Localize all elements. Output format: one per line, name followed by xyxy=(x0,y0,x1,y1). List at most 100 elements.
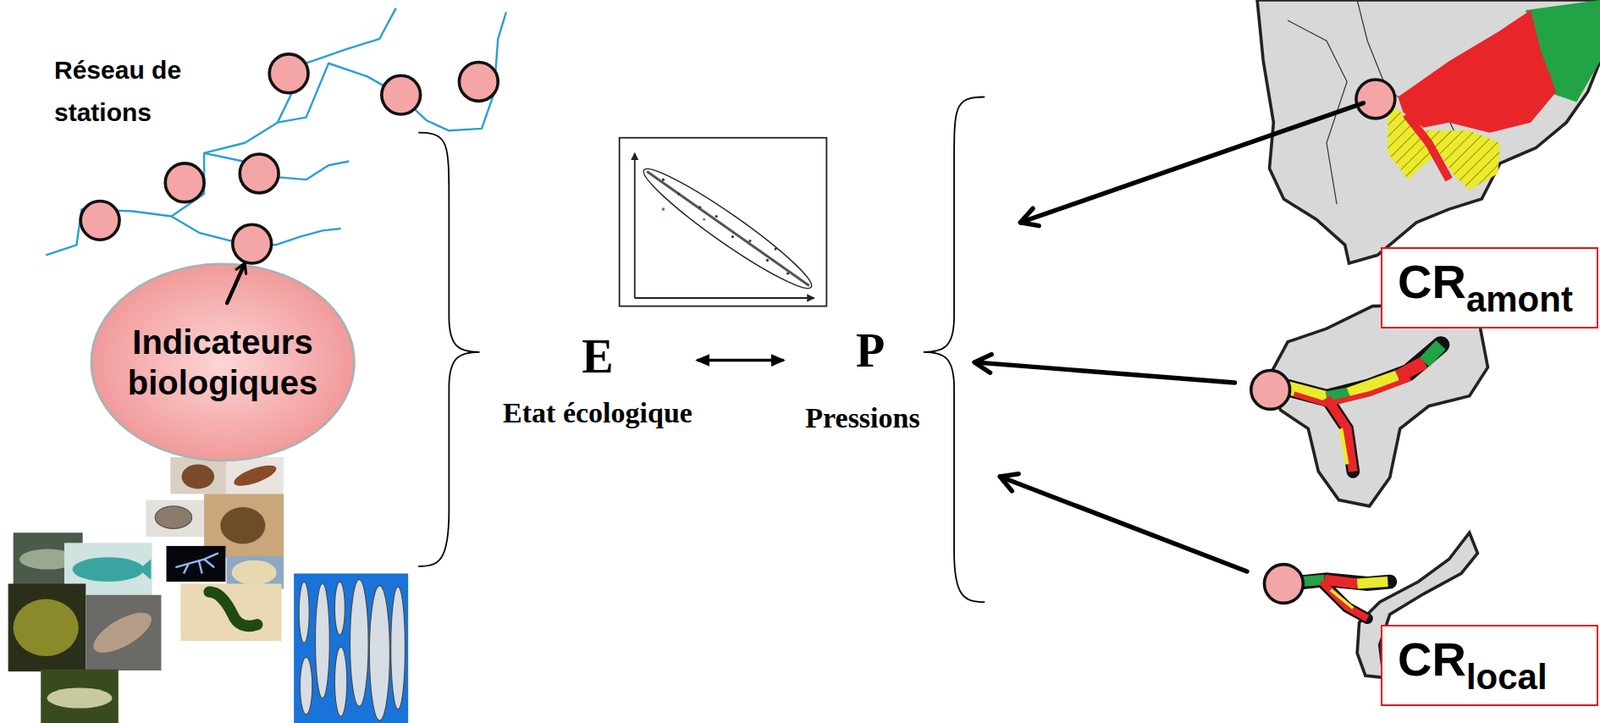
station-dot xyxy=(458,62,498,102)
catchment-map xyxy=(1424,344,1441,362)
species-photo xyxy=(87,604,157,661)
catchment-map xyxy=(1330,590,1354,609)
box-text-line: CRlocal xyxy=(1382,635,1548,696)
catchment-map xyxy=(1257,0,1600,264)
catchment-map xyxy=(1324,579,1358,585)
catchment-map xyxy=(1356,79,1396,119)
catchment-map xyxy=(1340,428,1347,464)
species-photo xyxy=(138,559,151,580)
regression-chart xyxy=(748,239,751,243)
catchment-map xyxy=(1287,344,1441,398)
species-photo xyxy=(8,583,87,672)
artwork xyxy=(8,0,1600,723)
regression-chart xyxy=(619,137,828,307)
catchment-map xyxy=(1301,579,1325,582)
species-photo xyxy=(209,591,258,626)
river-line xyxy=(45,8,507,256)
regression-chart xyxy=(731,235,734,238)
diatom-panel xyxy=(334,581,345,635)
species-photo xyxy=(85,595,161,671)
pressure-arrow xyxy=(999,476,1247,572)
box-text-line: CRamont xyxy=(1382,258,1573,318)
diatom-panel xyxy=(298,579,405,721)
regression-chart xyxy=(698,205,701,209)
regression-chart xyxy=(766,259,769,262)
network-label: Réseau de stations xyxy=(54,49,224,134)
state-letter: E xyxy=(581,329,613,384)
species-photo xyxy=(226,457,285,494)
catchment-map xyxy=(1251,303,1489,507)
box-subscript: amont xyxy=(1466,279,1573,320)
box-text: CR xyxy=(1397,254,1467,309)
diatom-panel xyxy=(349,579,369,707)
ellipse-text-wrap: Indicateurs biologiques xyxy=(89,262,356,463)
station-dot xyxy=(239,154,279,194)
regression-chart xyxy=(702,218,706,221)
diatom-panel xyxy=(293,573,409,723)
regression-chart xyxy=(662,178,665,182)
diatom-panel xyxy=(391,586,406,710)
species-photo xyxy=(170,457,227,494)
diatom-panel xyxy=(293,573,409,723)
catchment-map xyxy=(1263,564,1303,604)
species-photo xyxy=(220,507,265,544)
species-photo xyxy=(13,599,79,657)
species-photo xyxy=(231,461,280,491)
regression-chart xyxy=(786,271,789,275)
species-photo xyxy=(40,669,119,723)
station-dot xyxy=(381,75,421,115)
catchment-map xyxy=(1326,397,1353,472)
regression-chart xyxy=(635,158,820,299)
station-dot xyxy=(165,163,205,203)
catchment-map xyxy=(1397,362,1424,377)
regression-chart xyxy=(774,248,778,251)
regression-chart xyxy=(619,137,828,307)
diatom-panel xyxy=(314,583,330,698)
catchment-map xyxy=(1321,581,1368,618)
catchment-map xyxy=(1267,303,1488,507)
catchment-map xyxy=(1257,0,1600,264)
catchment-map xyxy=(1406,114,1450,180)
species-photo xyxy=(72,557,144,582)
regression-chart xyxy=(646,171,810,287)
regression-chart xyxy=(634,153,636,298)
box-subscript: local xyxy=(1466,656,1548,697)
regression-chart xyxy=(677,192,680,195)
pressure-label: Pressions xyxy=(805,401,920,436)
ellipse-outline xyxy=(89,262,356,463)
catchment-map xyxy=(1326,397,1353,472)
pressure-arrow xyxy=(974,103,1363,572)
river-line xyxy=(277,11,507,131)
local-box: CRlocal xyxy=(1380,624,1599,707)
station-dot xyxy=(269,54,309,94)
species-photo xyxy=(182,463,216,489)
species-photo xyxy=(165,546,226,582)
regression-chart xyxy=(662,207,666,211)
species-photo xyxy=(180,583,282,641)
species-photo xyxy=(8,457,284,723)
species-photo xyxy=(145,500,205,537)
box-text: CR xyxy=(1397,632,1467,686)
node-text: Indicateurs biologiques xyxy=(116,321,329,403)
species-photo xyxy=(175,552,219,574)
station-dot xyxy=(80,54,498,264)
catchment-map xyxy=(1251,370,1291,410)
upstream-box: CRamont xyxy=(1380,247,1599,329)
state-label: Etat écologique xyxy=(502,396,693,431)
station-pointer xyxy=(226,263,245,304)
double-arrow xyxy=(696,358,784,363)
station-dot xyxy=(232,224,272,264)
diatom-panel xyxy=(298,581,309,643)
catchment-map xyxy=(1357,581,1388,584)
station-dot xyxy=(80,200,120,240)
diatom-panel xyxy=(369,585,390,721)
pressure-letter: P xyxy=(855,323,885,378)
regression-chart xyxy=(662,178,789,276)
indicator-ellipse: Indicateurs biologiques xyxy=(89,262,356,463)
ellipse-shape xyxy=(91,264,354,461)
species-photo xyxy=(231,560,277,585)
regression-chart xyxy=(715,215,718,218)
diatom-panel xyxy=(334,646,347,717)
river-line xyxy=(45,8,396,256)
